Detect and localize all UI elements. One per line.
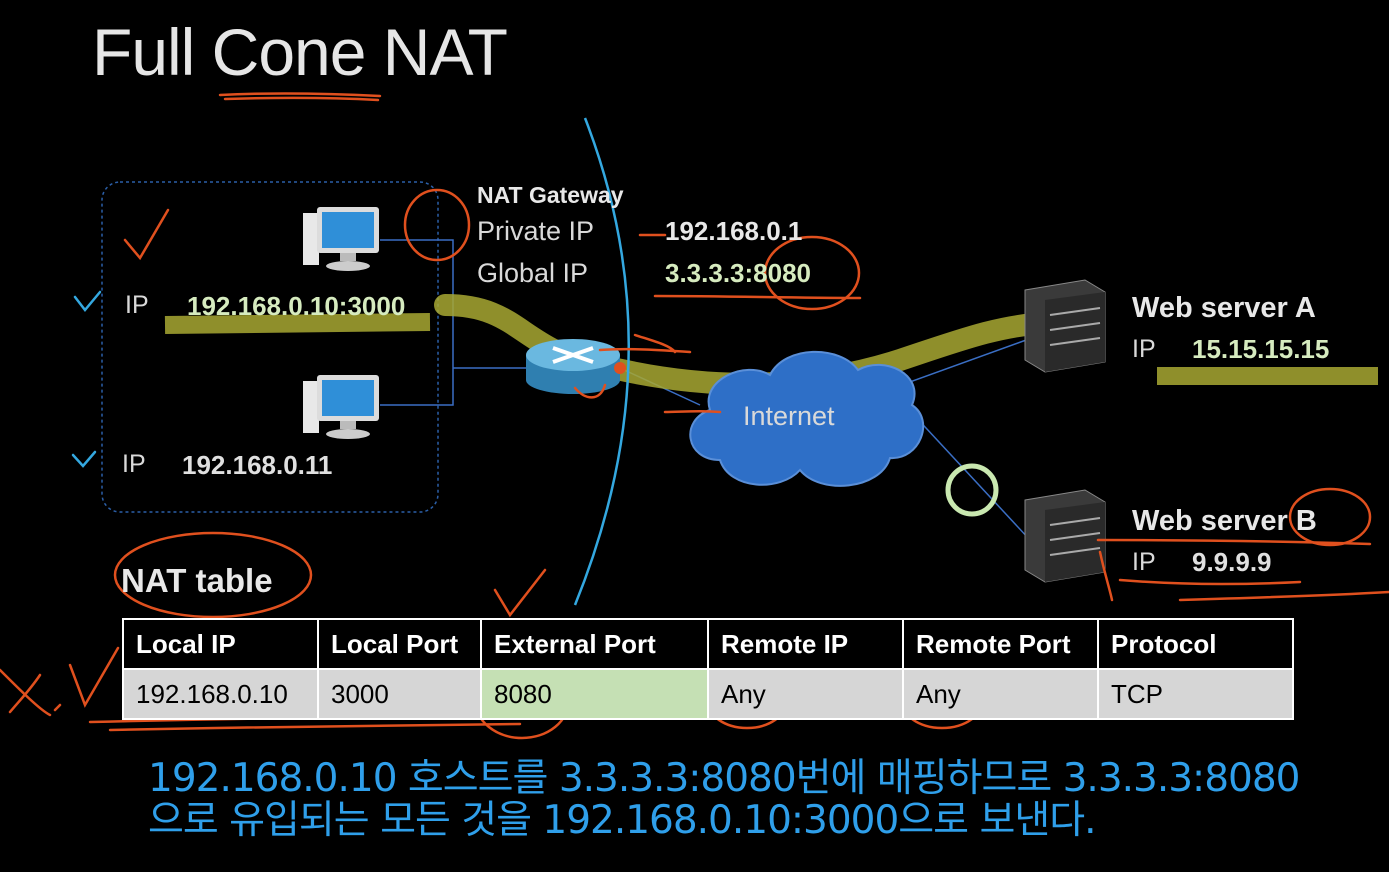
caption: 192.168.0.10 호스트를 3.3.3.3:8080번에 매핑하므로 3… [148, 756, 1300, 843]
lan-boundary [101, 181, 439, 513]
nat-table: Local IP Local Port External Port Remote… [122, 618, 1294, 720]
web-server-a-icon [1024, 279, 1106, 373]
host-1-ip-value: 192.168.0.10:3000 [187, 291, 406, 321]
caption-line-2: 으로 유입되는 모든 것을 192.168.0.10:3000으로 보낸다. [148, 798, 1096, 843]
col-local-port: Local Port [317, 618, 482, 670]
page-title: Full Cone NAT [92, 15, 508, 89]
host-computer-icon-2 [303, 375, 379, 439]
col-local-ip: Local IP [122, 618, 319, 670]
cell-protocol: TCP [1097, 668, 1294, 720]
server-b-ip-value: 9.9.9.9 [1192, 547, 1272, 577]
cell-local-port: 3000 [317, 668, 482, 720]
cell-remote-ip: Any [707, 668, 904, 720]
cell-remote-port: Any [902, 668, 1099, 720]
cell-external-port: 8080 [480, 668, 709, 720]
router-icon [526, 339, 626, 394]
nat-table-heading: NAT table [121, 562, 273, 599]
gateway-global-value: 3.3.3.3:8080 [665, 258, 812, 288]
gateway-private-label: Private IP [477, 216, 595, 246]
server-b-ip-label: IP [1132, 548, 1156, 576]
host-2-ip-label: IP [122, 450, 146, 478]
col-remote-port: Remote Port [902, 618, 1099, 670]
gateway-heading: NAT Gateway [477, 182, 624, 208]
cell-local-ip: 192.168.0.10 [122, 668, 319, 720]
allowed-circle-mark [945, 463, 999, 517]
col-remote-ip: Remote IP [707, 618, 904, 670]
gateway-global-label: Global IP [477, 258, 589, 288]
host-ip-underline [164, 313, 431, 334]
gateway-private-value: 192.168.0.1 [665, 216, 803, 246]
internet-label: Internet [743, 401, 835, 431]
col-protocol: Protocol [1097, 618, 1294, 670]
nat-boundary-curve [573, 117, 630, 606]
host-1-ip-label: IP [125, 291, 149, 319]
table-row: 192.168.0.10 3000 8080 Any Any TCP [122, 668, 1294, 720]
web-server-b-icon [1024, 489, 1106, 583]
host-computer-icon-1 [303, 207, 379, 271]
caption-line-1: 192.168.0.10 호스트를 3.3.3.3:8080번에 매핑하므로 3… [148, 756, 1300, 801]
col-external-port: External Port [480, 618, 709, 670]
nat-table-header-row: Local IP Local Port External Port Remote… [122, 618, 1294, 670]
internet-cloud-icon [689, 350, 925, 487]
server-a-name: Web server A [1132, 292, 1316, 324]
host-2-ip-value: 192.168.0.11 [182, 450, 333, 480]
handwritten-checkmarks-blue [71, 290, 102, 468]
server-a-ip-value: 15.15.15.15 [1192, 334, 1330, 364]
server-b-name: Web server B [1132, 505, 1317, 537]
server-a-ip-label: IP [1132, 335, 1156, 363]
